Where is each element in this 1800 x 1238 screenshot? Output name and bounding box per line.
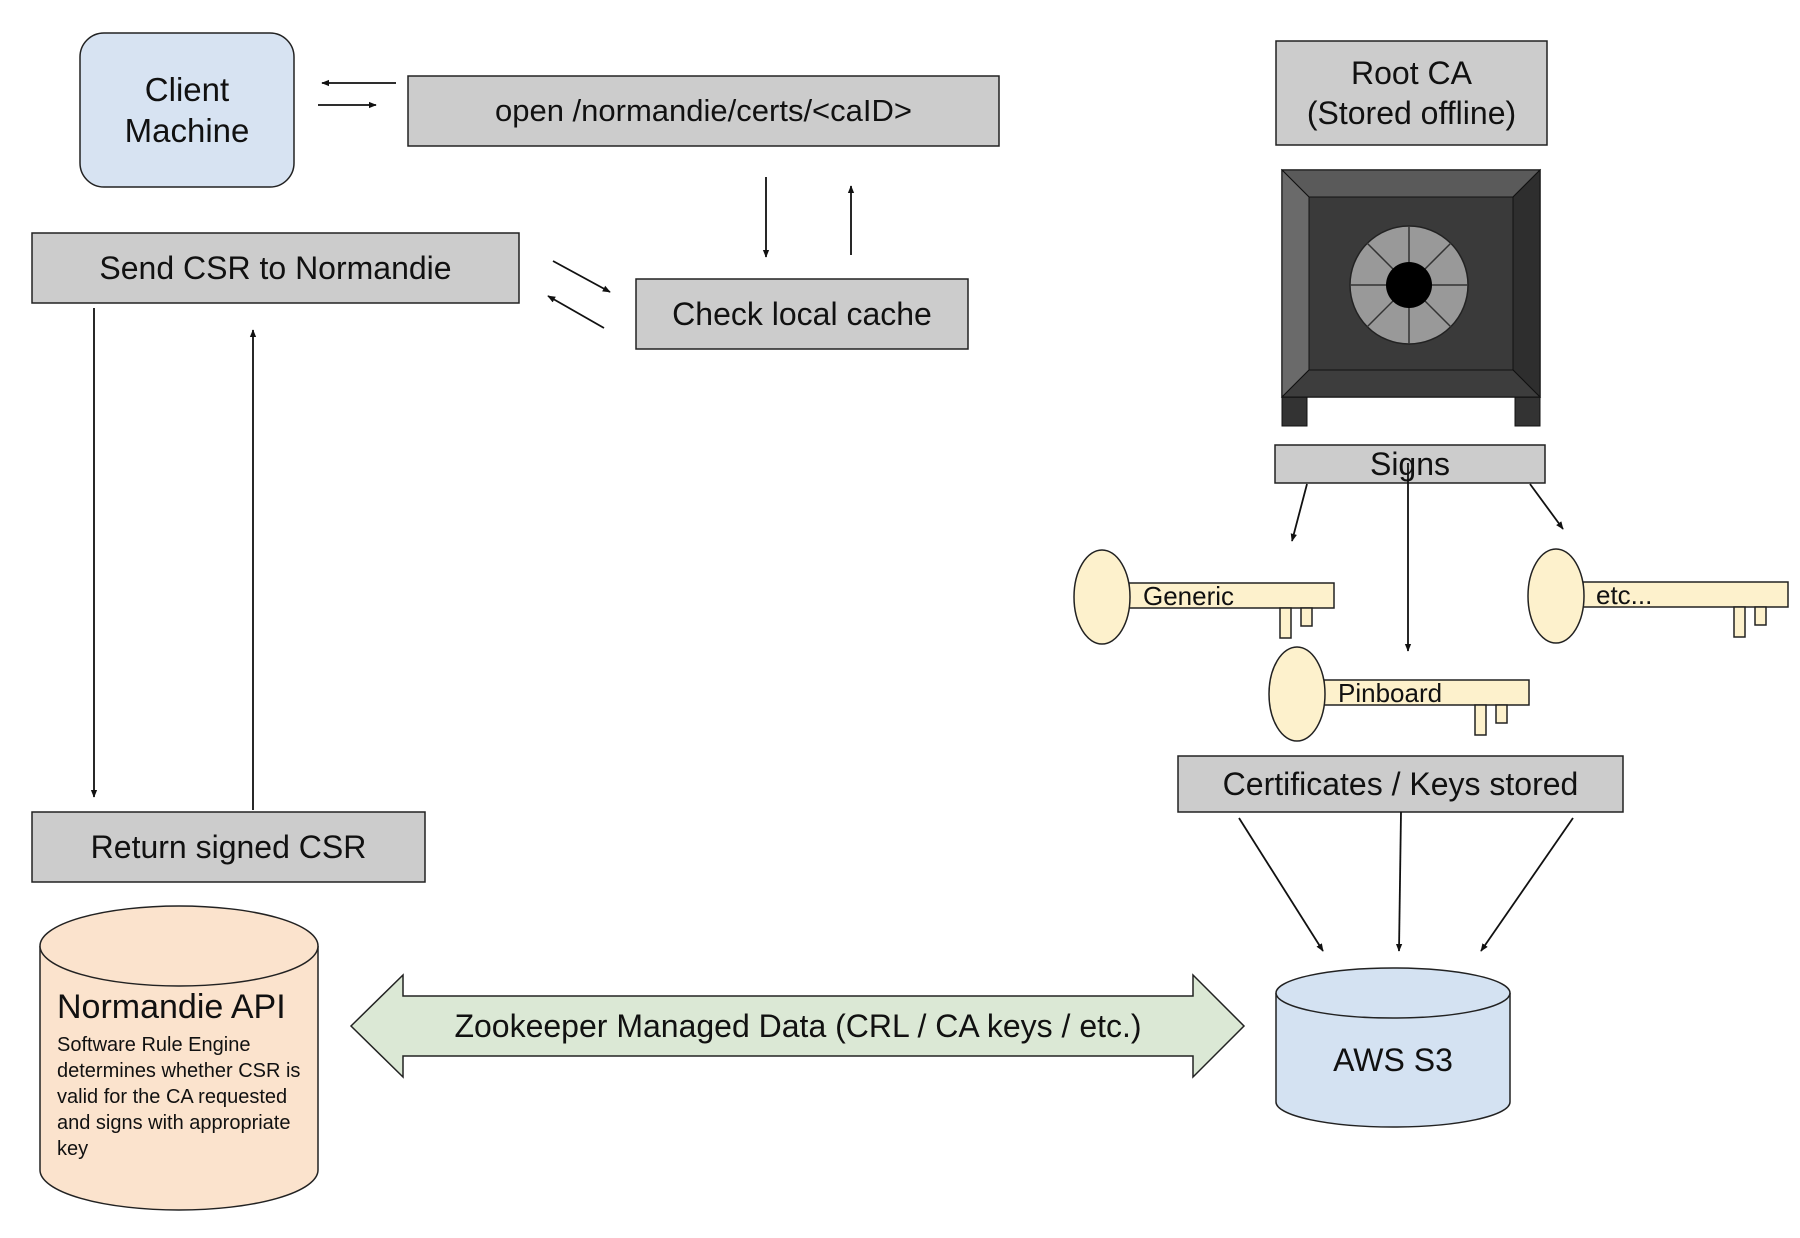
open-certs-label: open /normandie/certs/<caID> — [494, 92, 913, 128]
normandie-api-title: Normandie API — [57, 988, 286, 1026]
check-cache-box — [635, 278, 969, 350]
send-csr-box — [31, 232, 520, 304]
send-csr-label: Send CSR to Normandie — [99, 250, 452, 286]
aws-s3-cylinder — [1275, 967, 1511, 1128]
open-certs-box — [407, 75, 1000, 147]
root-ca-label: Root CA (Stored offline) — [1306, 55, 1517, 131]
arrow-cache-to-send — [547, 295, 605, 329]
zookeeper-label: Zookeeper Managed Data (CRL / CA keys / … — [454, 1008, 1142, 1044]
aws-s3-label: AWS S3 — [1333, 1042, 1453, 1078]
certs-keys-label: Certificates / Keys stored — [1222, 766, 1579, 802]
normandie-api-cylinder — [39, 905, 319, 1211]
check-cache-label: Check local cache — [672, 296, 932, 332]
return-signed-label: Return signed CSR — [90, 829, 367, 865]
safe-icon — [1280, 168, 1542, 427]
arrow-signs-to-generic — [1290, 483, 1308, 542]
key-icon-generic — [1073, 549, 1335, 645]
key-label-generic: Generic — [1143, 581, 1235, 611]
arrow-signs-to-etc — [1529, 483, 1564, 530]
normandie-api-description: Software Rule Engine determines whether … — [57, 1034, 301, 1160]
signs-label: Signs — [1369, 446, 1451, 482]
arrow-send-to-cache — [552, 260, 611, 293]
arrow-certs-to-s3-middle — [1395, 811, 1403, 952]
key-label-pinboard: Pinboard — [1338, 678, 1443, 708]
zookeeper-double-arrow — [349, 973, 1246, 1079]
client-machine-label: Client Machine — [124, 70, 250, 149]
arrow-certs-to-s3-right — [1480, 817, 1574, 952]
client-machine-box — [79, 32, 295, 188]
key-icon-etc — [1527, 548, 1789, 644]
key-label-etc: etc... — [1596, 580, 1653, 610]
key-icon-pinboard — [1268, 646, 1530, 742]
root-ca-box — [1275, 40, 1548, 146]
arrow-certs-to-s3-left — [1238, 817, 1324, 952]
signs-box — [1274, 444, 1546, 484]
certs-keys-box — [1177, 755, 1624, 813]
return-signed-box — [31, 811, 426, 883]
